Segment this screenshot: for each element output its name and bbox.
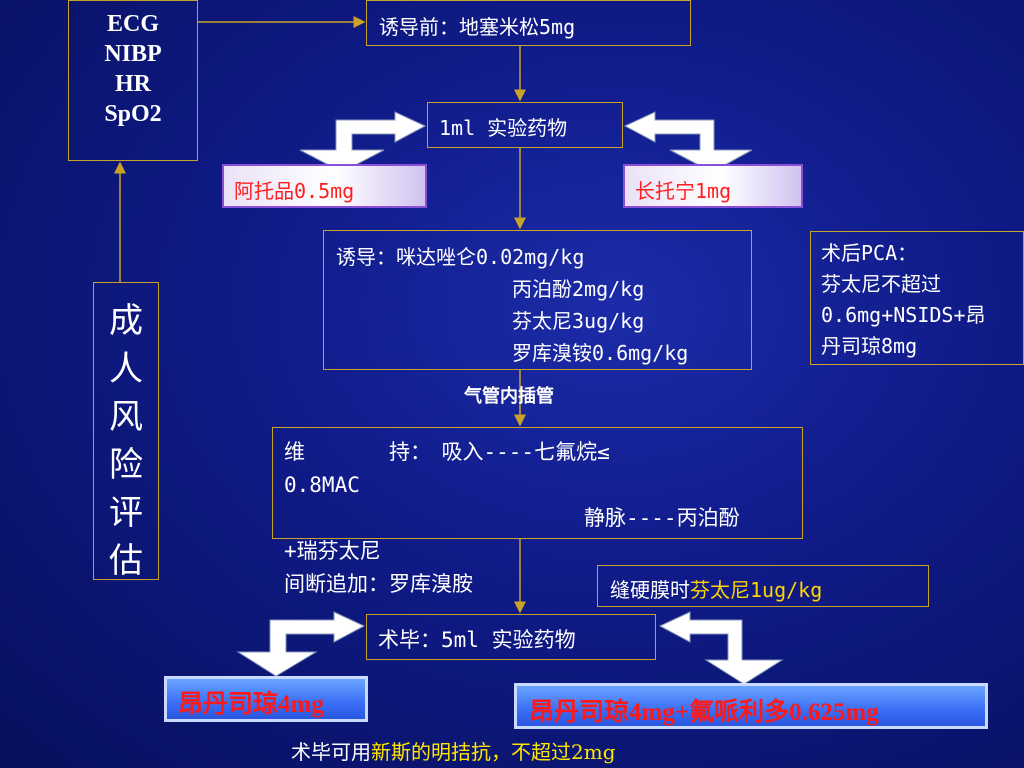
maintenance-line-1: 维 持： 吸入----七氟烷≤ bbox=[284, 440, 610, 464]
epidural-dose: 1ug/kg bbox=[750, 578, 823, 602]
induction-line-3: 芬太尼3ug/kg bbox=[512, 309, 645, 333]
induction-box: 诱导：咪达唑仑0.02mg/kg 丙泊酚2mg/kg 芬太尼3ug/kg 罗库溴… bbox=[323, 230, 752, 370]
induction-line-2: 丙泊酚2mg/kg bbox=[512, 277, 645, 301]
maintenance-line-2: 0.8MAC bbox=[284, 473, 360, 497]
monitor-ecg: ECG bbox=[106, 11, 159, 37]
induction-line-1: 诱导：咪达唑仑0.02mg/kg bbox=[336, 245, 585, 269]
maintenance-line-3: 静脉----丙泊酚 bbox=[584, 506, 740, 530]
intubation-label: 气管内插管 bbox=[464, 386, 554, 407]
pca-line-3: 0.6mg+NSIDS+昂 bbox=[821, 303, 986, 327]
footer-prefix: 术毕可用 bbox=[291, 740, 371, 764]
risk-char-5: 评 bbox=[109, 493, 143, 533]
monitor-hr: HR bbox=[115, 71, 151, 97]
maintenance-line-4: +瑞芬太尼 bbox=[284, 539, 381, 563]
induction-line-4: 罗库溴铵0.6mg/kg bbox=[512, 341, 689, 365]
maintenance-box bbox=[272, 427, 803, 539]
epidural-box: 缝硬膜时芬太尼1ug/kg bbox=[597, 565, 929, 607]
risk-char-6: 估 bbox=[109, 541, 143, 581]
postop-pca-box: 术后PCA： 芬太尼不超过 0.6mg+NSIDS+昂 丹司琼8mg bbox=[810, 231, 1024, 365]
risk-char-2: 人 bbox=[109, 349, 143, 389]
maintenance-text: 维 持： 吸入----七氟烷≤ 0.8MAC 静脉----丙泊酚 +瑞芬太尼 间… bbox=[284, 436, 804, 601]
footer-note: 术毕可用新斯的明拮抗，不超过2mg bbox=[291, 736, 616, 765]
study-drug-1-box: 1ml 实验药物 bbox=[427, 102, 623, 148]
risk-assessment-box: 成 人 风 险 评 估 bbox=[93, 282, 159, 581]
risk-char-4: 险 bbox=[109, 445, 143, 485]
monitor-spo2: SpO2 bbox=[104, 101, 162, 127]
monitor-nibp: NIBP bbox=[104, 41, 162, 67]
epidural-prefix: 缝硬膜时 bbox=[610, 578, 690, 602]
pca-line-4: 丹司琼8mg bbox=[821, 334, 918, 358]
risk-char-3: 风 bbox=[109, 397, 143, 437]
premedication-box: 诱导前：地塞米松5mg bbox=[366, 0, 691, 46]
pca-line-1: 术后PCA： bbox=[821, 241, 918, 265]
monitoring-box: ECG NIBP HR SpO2 bbox=[68, 0, 198, 161]
maintenance-line-5: 间断追加：罗库溴胺 bbox=[284, 572, 473, 596]
study-drug-end-box: 术毕：5ml 实验药物 bbox=[366, 614, 656, 660]
pca-line-2: 芬太尼不超过 bbox=[821, 272, 941, 296]
footer-highlight: 新斯的明拮抗，不超过2mg bbox=[371, 740, 616, 764]
risk-char-1: 成 bbox=[109, 301, 143, 341]
ondansetron-combo-box: 昂丹司琼4mg+氟哌利多0.625mg bbox=[514, 683, 988, 729]
ondansetron-box: 昂丹司琼4mg bbox=[164, 676, 368, 722]
atropine-box: 阿托品0.5mg bbox=[222, 164, 427, 208]
epidural-drug: 芬太尼 bbox=[690, 578, 750, 602]
changtuoning-box: 长托宁1mg bbox=[623, 164, 803, 208]
